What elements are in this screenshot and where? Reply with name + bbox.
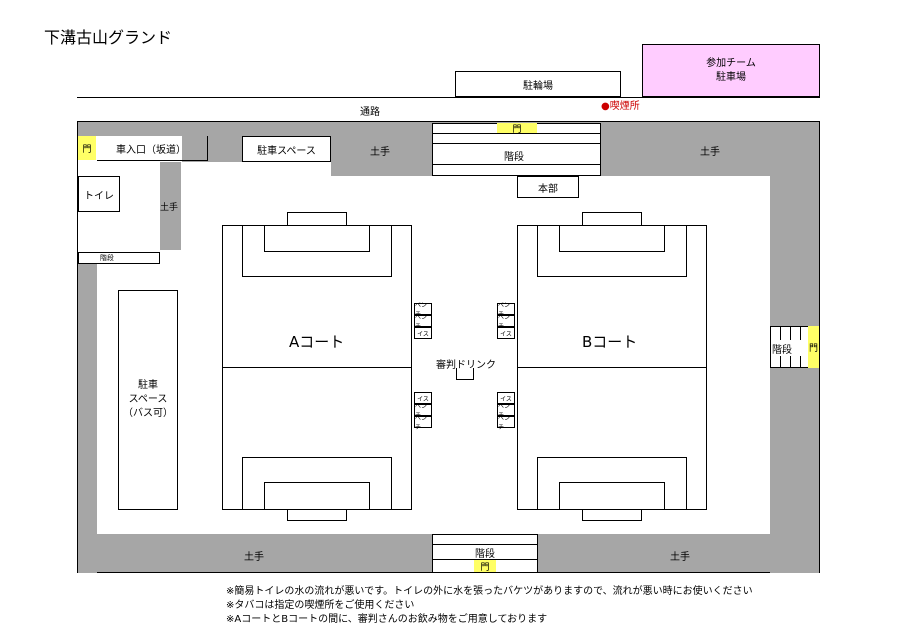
bench-b3: ベンチ	[497, 403, 515, 419]
note-1: ※簡易トイレの水の流れが悪いです。トイレの外に水を張ったバケツがありますので、流…	[226, 586, 753, 597]
bench-a2: ベンチ	[414, 314, 432, 330]
smoking-area: ●喫煙所	[601, 101, 640, 112]
gate-top: 門	[497, 123, 537, 135]
bike-parking: 駐輪場	[455, 71, 621, 97]
stairs-top-label: 階段	[504, 152, 524, 163]
page-title: 下溝古山グランド	[44, 28, 173, 47]
stairs-right-label: 階段	[772, 345, 792, 356]
embankment-bottom-left: 土手	[244, 552, 264, 563]
chair-b1: イス	[497, 327, 515, 339]
chair-a1: イス	[414, 327, 432, 339]
hq: 本部	[517, 176, 579, 198]
gate-bottom: 門	[474, 560, 496, 573]
bus-parking: 駐車 スペース （バス可）	[118, 290, 178, 510]
bench-b2: ベンチ	[497, 314, 515, 330]
note-2: ※タバコは指定の喫煙所をご使用ください	[226, 600, 415, 611]
stairs-bottom-label: 階段	[475, 549, 495, 560]
road-label: 通路	[360, 107, 380, 118]
bench-b1: ベンチ	[497, 302, 515, 318]
entrance-label: 車入口（坂道）	[116, 145, 186, 156]
road-line-top	[77, 97, 820, 98]
chair-a2: イス	[414, 392, 432, 404]
note-3: ※AコートとBコートの間に、審判さんのお飲み物をご用意しております	[226, 614, 548, 625]
team-parking: 参加チーム 駐車場	[642, 44, 820, 97]
bench-a1: ベンチ	[414, 302, 432, 318]
referee-drink-table	[456, 368, 474, 380]
embankment-top-left: 土手	[370, 147, 390, 158]
embankment-top-right: 土手	[700, 147, 720, 158]
bench-a4: ベンチ	[414, 415, 432, 431]
court-a-label: Aコート	[289, 333, 345, 351]
gate-left: 門	[78, 136, 96, 160]
parking-space-top: 駐車スペース	[242, 136, 331, 162]
stairs-left	[78, 252, 160, 264]
bench-a3: ベンチ	[414, 403, 432, 419]
stairs-left-label: 階段	[100, 254, 114, 262]
referee-drink-label: 審判ドリンク	[436, 360, 496, 371]
court-b-label: Bコート	[582, 333, 638, 351]
chair-b2: イス	[497, 392, 515, 404]
toilet: トイレ	[78, 176, 120, 212]
embankment-bottom-right: 土手	[670, 552, 690, 563]
embankment-left: 土手	[160, 203, 179, 213]
gate-right: 門	[808, 326, 819, 368]
bench-b4: ベンチ	[497, 415, 515, 431]
